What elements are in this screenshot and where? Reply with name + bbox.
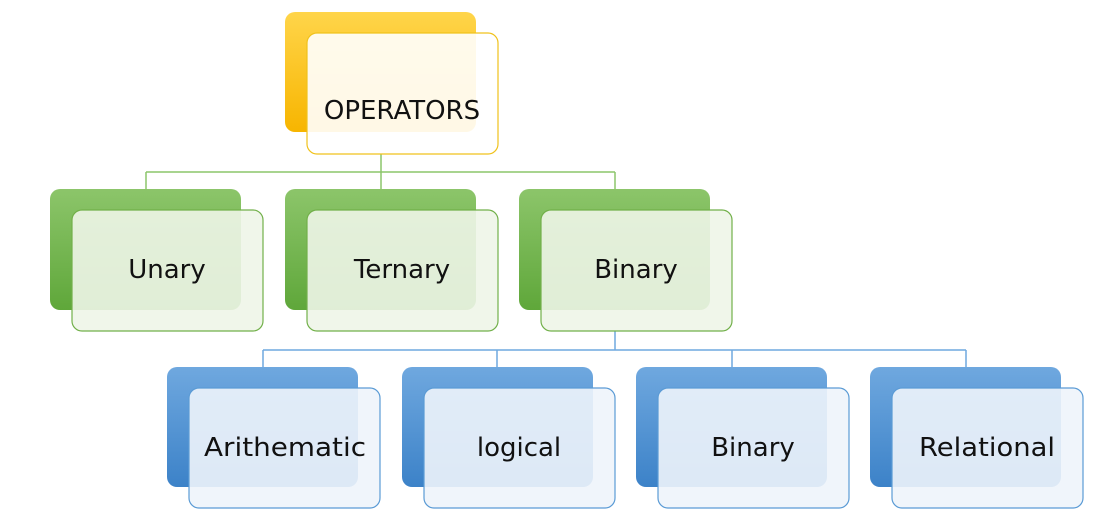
node-logical: logical [402, 367, 616, 509]
node-operators-label: OPERATORS [324, 96, 480, 126]
node-arithematic-border [188, 387, 381, 509]
node-logical-card [424, 388, 615, 508]
node-binary-op-card [658, 388, 849, 508]
node-arithematic-card [189, 388, 380, 508]
node-binary-op: Binary [636, 367, 850, 509]
node-relational-border [891, 387, 1084, 509]
node-binary-card [541, 210, 732, 331]
connectors-binary [262, 331, 967, 367]
node-relational-card [892, 388, 1083, 508]
node-unary-border [71, 209, 264, 332]
node-unary-label: Unary [128, 255, 206, 285]
node-relational: Relational [870, 367, 1084, 509]
node-arithematic: Arithematic [167, 367, 381, 509]
node-ternary-border [306, 209, 499, 332]
node-logical-label: logical [477, 433, 561, 463]
node-binary-label: Binary [594, 255, 678, 285]
node-binary-op-border [657, 387, 850, 509]
node-operators: OPERATORS [285, 12, 499, 155]
node-unary-card [72, 210, 263, 331]
node-ternary-label: Ternary [353, 255, 450, 285]
node-ternary: Ternary [285, 189, 499, 332]
node-arithematic-label: Arithematic [204, 433, 366, 463]
node-relational-label: Relational [919, 433, 1055, 463]
connectors-root [145, 154, 616, 189]
node-binary: Binary [519, 189, 733, 332]
node-ternary-card [307, 210, 498, 331]
node-operators-card [306, 32, 499, 155]
node-binary-border [540, 209, 733, 332]
node-unary: Unary [50, 189, 264, 332]
node-logical-border [423, 387, 616, 509]
node-binary-op-label: Binary [711, 433, 795, 463]
